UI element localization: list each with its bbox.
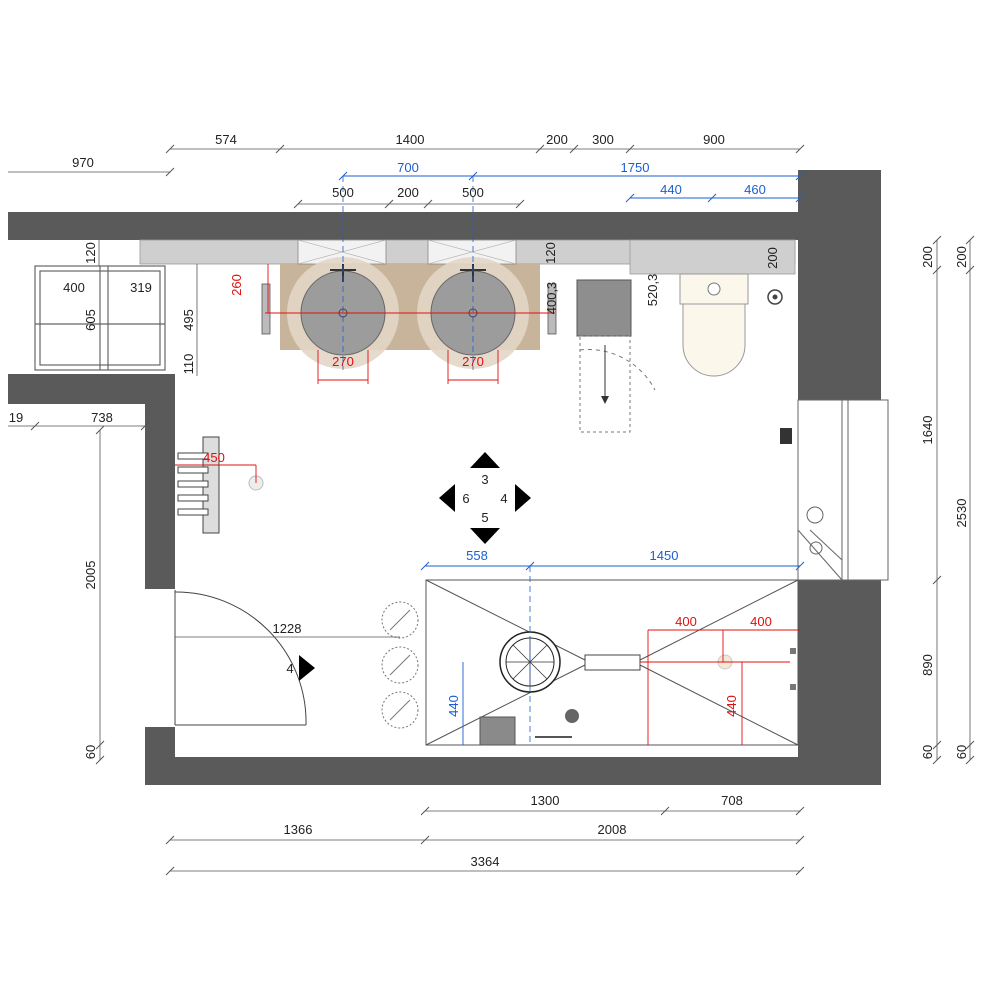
- walls: [8, 170, 881, 785]
- dim-ticks: [30, 144, 975, 876]
- toilet: [679, 273, 749, 377]
- dim-blue-440: 440: [660, 182, 682, 197]
- dim-top-200b: 200: [397, 185, 419, 200]
- dim-top-574: 574: [215, 132, 237, 147]
- dim-left-738: 738: [91, 410, 113, 425]
- dim-right-200a: 200: [920, 246, 935, 268]
- shower-area: [425, 579, 799, 746]
- dim-top-900: 900: [703, 132, 725, 147]
- dim-bottom-708: 708: [721, 793, 743, 808]
- dim-toilet-200: 200: [765, 247, 780, 269]
- dim-left-120: 120: [83, 242, 98, 264]
- bottom-wall: [145, 757, 881, 785]
- arrow-right-icon: [515, 484, 531, 512]
- dim-right-60a: 60: [920, 745, 935, 759]
- view-number-6: 6: [462, 491, 469, 506]
- towel-holders: [261, 283, 557, 335]
- dim-top-500a: 500: [332, 185, 354, 200]
- dim-bottom-1366: 1366: [284, 822, 313, 837]
- dim-cabinet-520-3: 520,3: [645, 274, 660, 307]
- dim-top-500b: 500: [462, 185, 484, 200]
- entrance-door: [174, 590, 307, 726]
- dim-radiator-450: 450: [203, 450, 225, 465]
- left-wall-upper: [145, 374, 175, 589]
- hand-shower-icon: [565, 709, 579, 723]
- dim-window-319: 319: [130, 280, 152, 295]
- door-view-arrow-icon: [299, 655, 315, 681]
- dim-right-60b: 60: [954, 745, 969, 759]
- dim-right-200b: 200: [954, 246, 969, 268]
- labels: 574 1400 200 300 900 970 700 1750 500 20…: [9, 132, 969, 869]
- top-wall: [8, 212, 808, 240]
- dim-bottom-2008: 2008: [598, 822, 627, 837]
- dim-right-890: 890: [920, 654, 935, 676]
- dim-right-2530: 2530: [954, 499, 969, 528]
- dim-vanity-270b: 270: [462, 354, 484, 369]
- dim-right-1640: 1640: [920, 416, 935, 445]
- door-view-number: 4: [286, 661, 293, 676]
- dim-lines-black: [8, 148, 971, 872]
- dim-bottom-1300: 1300: [531, 793, 560, 808]
- dim-vanity-270a: 270: [332, 354, 354, 369]
- dim-left-110: 110: [181, 354, 196, 375]
- right-wall-lower: [798, 580, 881, 785]
- dim-lines-red: [175, 264, 800, 745]
- linear-drain: [584, 654, 641, 671]
- toilet-paper-holder: [767, 289, 783, 305]
- dim-shower-1450: 1450: [650, 548, 679, 563]
- tall-cabinet: [576, 279, 632, 337]
- left-wall-lower: [145, 727, 175, 785]
- arrow-down-icon: [470, 528, 500, 544]
- arrow-left-icon: [439, 484, 455, 512]
- cabinet-swing: [579, 349, 656, 391]
- dim-left-19: 19: [9, 410, 23, 425]
- dim-blue-700: 700: [397, 160, 419, 175]
- dim-left-60: 60: [83, 745, 98, 759]
- dim-shower-440-red: 440: [724, 695, 739, 717]
- right-wall-upper: [798, 170, 881, 400]
- dim-window-400: 400: [63, 280, 85, 295]
- view-number-4: 4: [500, 491, 507, 506]
- dim-shower-400a: 400: [675, 614, 697, 629]
- mirror-hatch: [297, 239, 517, 265]
- dim-top-970: 970: [72, 155, 94, 170]
- dim-vanity-260: 260: [229, 274, 244, 296]
- cabinet-door-dashed: [579, 335, 631, 433]
- dim-shower-558: 558: [466, 548, 488, 563]
- window-handle: [780, 428, 792, 444]
- towel-radiator: [177, 436, 220, 534]
- dim-left-495: 495: [181, 309, 196, 331]
- dim-vanity-120: 120: [543, 242, 558, 264]
- axis-lines-blue: [342, 176, 531, 745]
- dim-top-200: 200: [546, 132, 568, 147]
- dim-lines-blue: [343, 175, 800, 745]
- dim-blue-460: 460: [744, 182, 766, 197]
- right-window: [797, 399, 889, 581]
- dim-bottom-3364: 3364: [471, 854, 500, 869]
- dim-door-1228: 1228: [273, 621, 302, 636]
- view-number-5: 5: [481, 510, 488, 525]
- dim-top-1400: 1400: [396, 132, 425, 147]
- dim-shower-400b: 400: [750, 614, 772, 629]
- dim-vanity-400-3: 400,3: [544, 282, 559, 315]
- dim-blue-1750: 1750: [621, 160, 650, 175]
- wall-hooks: [381, 601, 419, 729]
- ledge-return: [629, 239, 796, 275]
- window-frame: [34, 265, 166, 371]
- arrow-up-icon: [470, 452, 500, 468]
- dim-top-300: 300: [592, 132, 614, 147]
- dim-shower-440-blue: 440: [446, 695, 461, 717]
- dim-window-605: 605: [83, 309, 98, 331]
- view-number-3: 3: [481, 472, 488, 487]
- wall-spots-shower: [790, 648, 796, 690]
- shower-niche: [479, 716, 516, 746]
- view-marker-center: [439, 452, 531, 544]
- dim-left-2005: 2005: [83, 561, 98, 590]
